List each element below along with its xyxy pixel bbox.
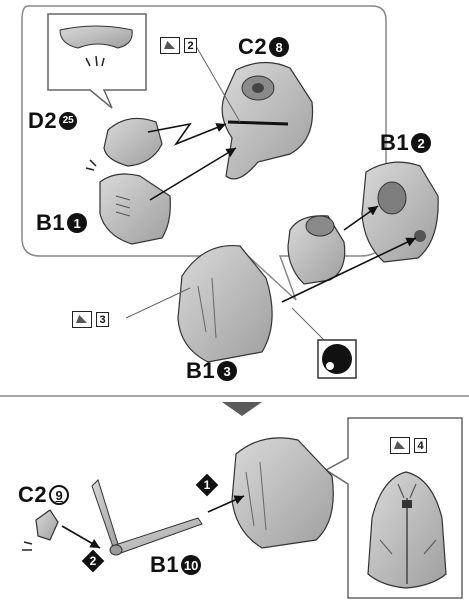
visor-detail-part	[59, 25, 133, 49]
label-c2-9: C2 9	[18, 484, 70, 506]
next-step-triangle	[222, 402, 262, 416]
step-reference-4: 4	[390, 436, 427, 455]
label-d2-25: D2 25	[28, 110, 78, 132]
nipper-icon	[160, 37, 180, 54]
nipper-icon	[390, 437, 410, 454]
rear-head-view-part	[367, 471, 447, 589]
b1-antenna-part	[91, 479, 203, 556]
c2-small-piece	[35, 509, 59, 541]
label-b1-10: B1 10	[150, 554, 202, 576]
b1-front-head-shell-part	[177, 244, 273, 363]
d2-visor-part	[103, 117, 163, 167]
step-number-box: 4	[414, 438, 427, 453]
visor-zoom-inset	[47, 13, 147, 109]
label-b1-1: B1 1	[36, 212, 88, 234]
step-number-box: 2	[184, 38, 197, 53]
order-marker-first: 1	[196, 474, 218, 496]
label-b1-2: B1 2	[380, 132, 432, 154]
head-sub-assembly	[287, 215, 346, 285]
step-number-box: 3	[96, 312, 109, 327]
nipper-icon	[72, 311, 92, 328]
b1-back-shell-part	[361, 161, 439, 263]
paint-color-marker	[317, 339, 357, 379]
step-reference-2: 2	[160, 36, 197, 55]
label-b1-3: B1 3	[186, 360, 238, 382]
c2-head-core-part	[221, 61, 314, 180]
step-reference-3: 3	[72, 310, 109, 329]
assembled-head-part	[231, 437, 334, 549]
order-marker-second: 2	[82, 550, 104, 572]
label-c2-8: C2 8	[238, 36, 290, 58]
b1-face-guard-part	[99, 173, 171, 245]
